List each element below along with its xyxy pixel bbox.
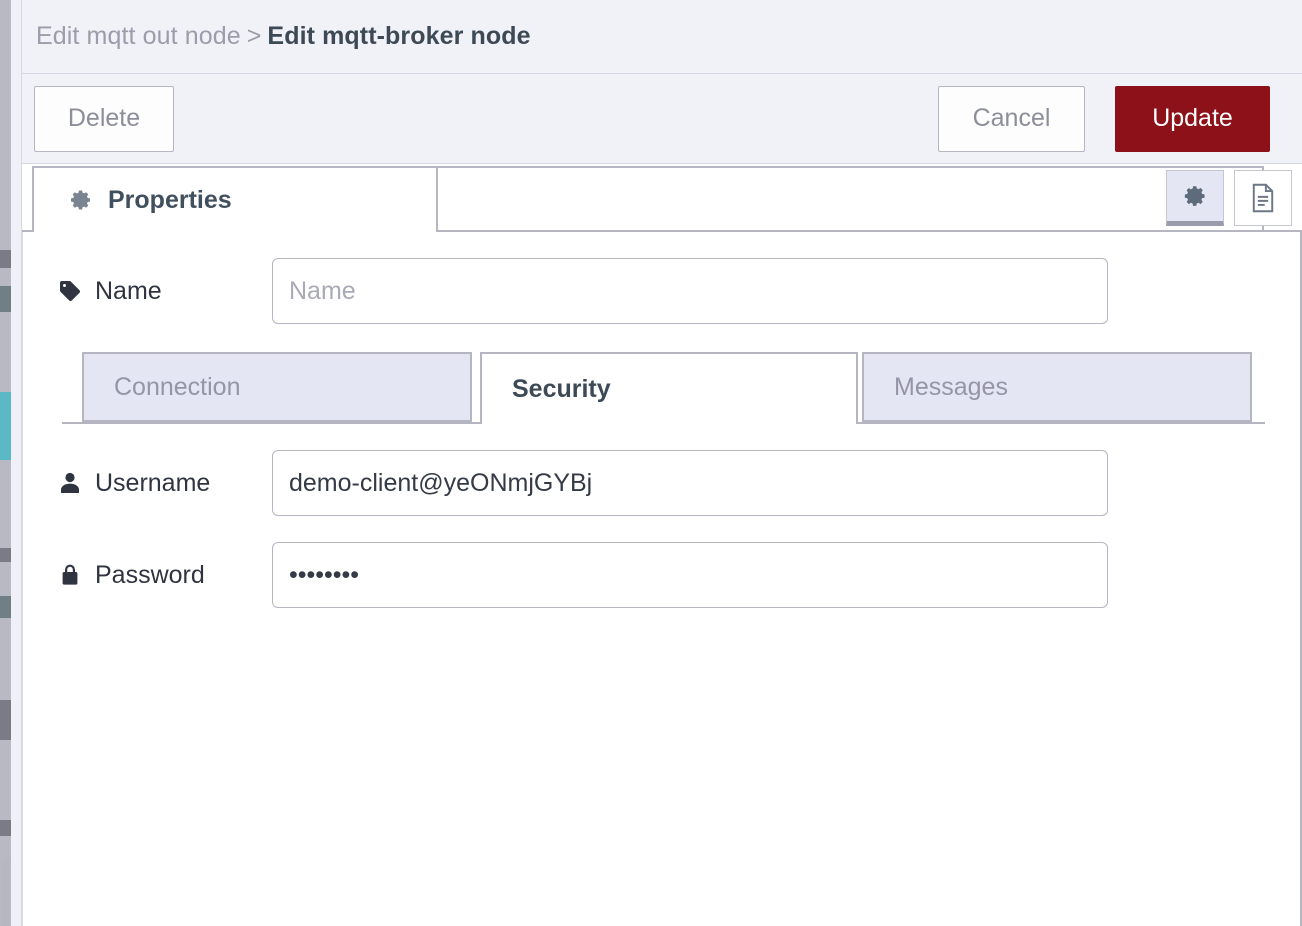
dialog-view-toggles bbox=[1166, 170, 1292, 226]
password-label-text: Password bbox=[95, 560, 205, 589]
security-subtabs: Connection Security Messages bbox=[62, 352, 1265, 424]
username-label-text: Username bbox=[95, 468, 211, 497]
name-input[interactable] bbox=[272, 258, 1108, 324]
user-icon bbox=[57, 471, 83, 495]
tag-icon bbox=[57, 279, 83, 303]
subtab-messages[interactable]: Messages bbox=[862, 352, 1252, 422]
canvas-scrollbar[interactable] bbox=[2, 860, 10, 926]
tab-properties-label: Properties bbox=[108, 185, 232, 214]
lock-icon bbox=[57, 563, 83, 587]
description-toggle-button[interactable] bbox=[1234, 170, 1292, 226]
update-button[interactable]: Update bbox=[1115, 85, 1270, 152]
document-icon bbox=[1250, 183, 1276, 213]
password-label: Password bbox=[57, 561, 272, 590]
form-row-username: Username bbox=[23, 450, 1300, 516]
breadcrumb-parent[interactable]: Edit mqtt out node bbox=[36, 22, 241, 50]
gear-icon bbox=[1182, 183, 1208, 209]
cancel-button[interactable]: Cancel bbox=[938, 85, 1085, 152]
form-row-password: Password bbox=[23, 542, 1300, 608]
username-input[interactable] bbox=[272, 450, 1108, 516]
tab-properties[interactable]: Properties bbox=[32, 166, 438, 232]
delete-button[interactable]: Delete bbox=[34, 85, 174, 152]
subtab-security[interactable]: Security bbox=[480, 352, 858, 424]
breadcrumb: Edit mqtt out node>Edit mqtt-broker node bbox=[36, 22, 531, 51]
dialog-header: Edit mqtt out node>Edit mqtt-broker node bbox=[22, 0, 1302, 74]
dialog-body: Name Connection Security Messages bbox=[22, 232, 1302, 926]
editor-canvas-backdrop bbox=[0, 0, 11, 926]
username-label: Username bbox=[57, 469, 272, 498]
name-label: Name bbox=[57, 277, 272, 306]
editor-gutter bbox=[11, 0, 22, 926]
form-row-name: Name bbox=[23, 258, 1300, 324]
edit-node-dialog: Edit mqtt out node>Edit mqtt-broker node… bbox=[22, 0, 1302, 926]
breadcrumb-separator: > bbox=[246, 22, 262, 50]
breadcrumb-current: Edit mqtt-broker node bbox=[267, 22, 531, 50]
dialog-action-bar: Delete Cancel Update bbox=[22, 74, 1302, 164]
name-label-text: Name bbox=[95, 276, 162, 305]
password-input[interactable] bbox=[272, 542, 1108, 608]
main-tabstrip: Properties bbox=[22, 164, 1302, 232]
settings-toggle-button[interactable] bbox=[1166, 170, 1224, 226]
subtab-connection[interactable]: Connection bbox=[82, 352, 472, 422]
tabstrip-filler bbox=[428, 166, 1264, 232]
gear-icon bbox=[68, 188, 94, 212]
